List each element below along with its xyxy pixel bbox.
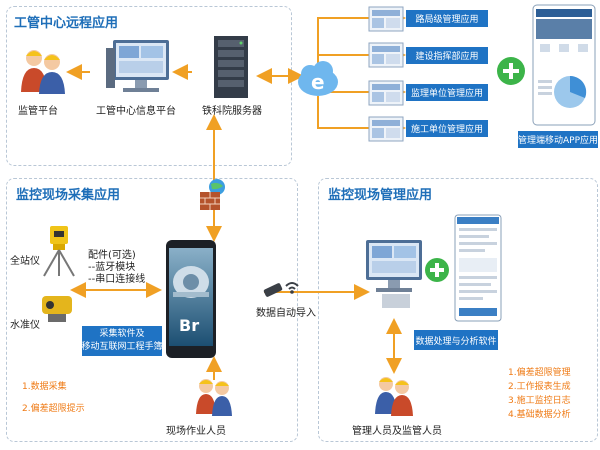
collection-software-line: 采集软件及 <box>99 329 145 339</box>
wireless-transfer-icon <box>263 282 299 297</box>
field-worker-label: 现场作业人员 <box>166 426 226 437</box>
field-manage-title: 监控现场管理应用 <box>328 188 433 203</box>
supervisor-person-icon <box>21 50 65 94</box>
collect-feature: 2.偏差超限提示 <box>22 404 85 414</box>
app-box-bureau: 路局级管理应用 <box>406 10 488 27</box>
app-box-supervision: 监理单位管理应用 <box>406 84 488 101</box>
accessory-line: --蓝牙模块 <box>88 262 136 273</box>
management-staff-label: 管理人员及监管人员 <box>352 426 442 437</box>
analysis-software-box: 数据处理与分析软件 <box>414 330 498 350</box>
remote-app-title: 工管中心远程应用 <box>14 16 119 31</box>
phone-logo: Br <box>179 316 200 335</box>
app-screen-thumb-icon <box>368 42 404 68</box>
server-rack-icon <box>214 36 248 98</box>
plus-icon <box>497 57 525 85</box>
app-screen-thumb-icon <box>368 80 404 106</box>
total-station-icon <box>43 226 75 277</box>
supervisor-label: 监管平台 <box>18 106 58 117</box>
collection-software-line: 移动互联网工程手簿 <box>81 342 163 352</box>
collect-feature: 1.数据采集 <box>22 382 67 392</box>
level-instrument-icon <box>42 296 72 322</box>
management-staff-icon <box>375 377 413 416</box>
phone-screen: Br <box>169 248 213 346</box>
accessory-line: --串口连接线 <box>88 274 146 285</box>
manage-feature: 4.基础数据分析 <box>508 410 571 420</box>
app-screen-thumb-icon <box>368 116 404 142</box>
manage-feature: 3.施工监控日志 <box>508 396 571 406</box>
accessory-title: 配件(可选) <box>88 250 136 261</box>
browser-cloud-icon: e <box>298 61 338 96</box>
svg-text:e: e <box>311 70 325 94</box>
server-label: 铁科院服务器 <box>202 106 262 117</box>
mobile-app-label: 管理端移动APP应用 <box>518 131 598 148</box>
mobile-phone: Br <box>166 240 216 358</box>
app-screen-thumb-icon <box>368 6 404 32</box>
manage-feature: 1.偏差超限管理 <box>508 368 571 378</box>
field-worker-icon <box>196 379 232 416</box>
management-pc-icon <box>366 240 422 308</box>
info-platform-label: 工管中心信息平台 <box>96 106 176 117</box>
transfer-label: 数据自动导入 <box>256 308 316 319</box>
field-collect-title: 监控现场采集应用 <box>16 188 121 203</box>
firewall-icon <box>200 179 225 210</box>
app-box-construction: 施工单位管理应用 <box>406 120 488 137</box>
plus-icon <box>425 258 449 282</box>
info-platform-monitor-icon <box>106 40 169 92</box>
management-software-screen-icon <box>454 214 502 322</box>
manage-feature: 2.工作报表生成 <box>508 382 571 392</box>
total-station-label: 全站仪 <box>10 256 40 267</box>
mobile-app-screen-icon <box>532 4 596 126</box>
collection-software-box: 采集软件及 移动互联网工程手簿 <box>81 326 163 356</box>
level-label: 水准仪 <box>10 320 40 331</box>
app-box-command: 建设指挥部应用 <box>406 47 488 64</box>
phone-banner-icon <box>173 266 209 298</box>
